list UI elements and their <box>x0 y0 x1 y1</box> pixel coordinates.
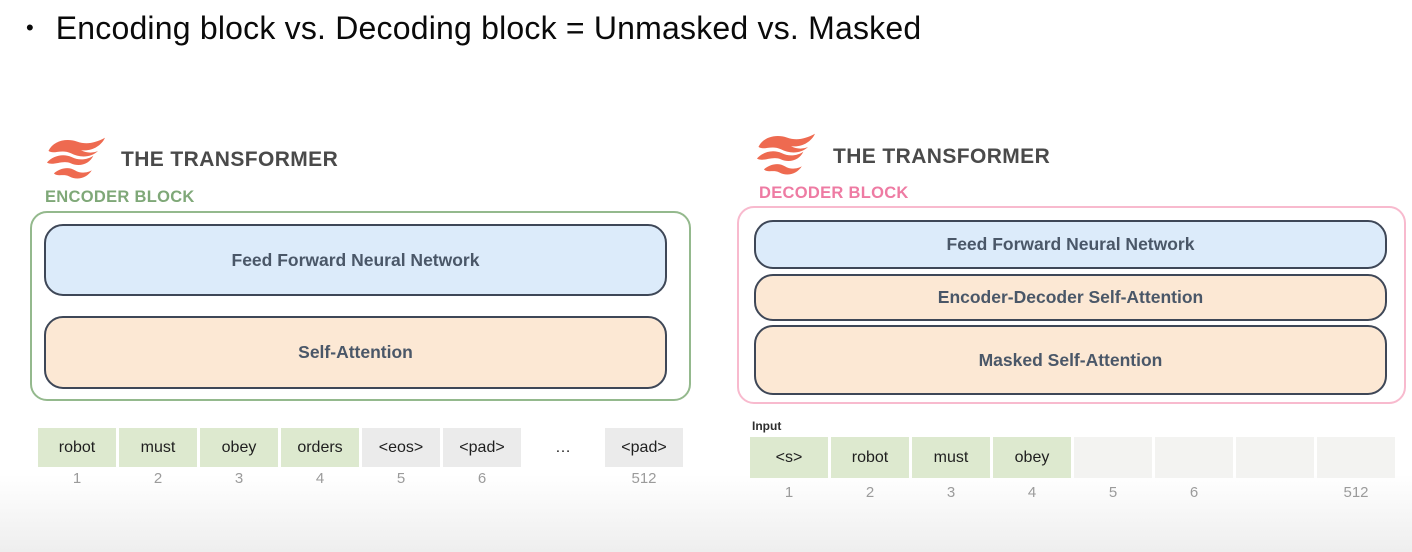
decoder-layer-feed-forward: Feed Forward Neural Network <box>754 220 1387 269</box>
layer-label: Encoder-Decoder Self-Attention <box>937 287 1204 307</box>
layer-label: Feed Forward Neural Network <box>946 234 1195 254</box>
token-index: 2 <box>865 484 875 501</box>
token-cell: … <box>555 438 571 456</box>
decoder-layer-encoder-decoder-attention: Encoder-Decoder Self-Attention <box>754 274 1387 321</box>
token-index: 5 <box>1108 484 1118 501</box>
token-cell: must <box>912 437 990 478</box>
token-cell: robot <box>38 428 116 467</box>
token-cell: obey <box>993 437 1071 478</box>
slide-title-row: • Encoding block vs. Decoding block = Un… <box>26 8 921 48</box>
input-label: Input <box>752 419 782 433</box>
token-index: 512 <box>1343 484 1369 501</box>
layer-label: Masked Self-Attention <box>978 349 1163 370</box>
token-cell: obey <box>200 428 278 467</box>
token-index: 1 <box>784 484 794 501</box>
token-index: 3 <box>234 470 244 487</box>
token-index: 4 <box>1027 484 1037 501</box>
decoder-outline <box>737 206 1406 404</box>
token-index <box>1236 484 1314 501</box>
layer-label: Feed Forward Neural Network <box>231 249 480 270</box>
token-index: 5 <box>396 470 406 487</box>
token-cell: <eos> <box>362 428 440 467</box>
brand-title: THE TRANSFORMER <box>833 145 1051 168</box>
bullet-icon: • <box>26 15 34 40</box>
token-index: 6 <box>1189 484 1199 501</box>
flame-logo-icon <box>756 133 815 175</box>
layer-label: Self-Attention <box>298 342 413 362</box>
token-index: 6 <box>477 470 487 487</box>
token-cell: <s> <box>750 437 828 478</box>
token-index <box>524 470 602 487</box>
token-index: 4 <box>315 470 325 487</box>
decoder-token-row: <s> robot must obey <box>750 437 1395 478</box>
token-cell: <pad> <box>605 428 683 467</box>
token-cell <box>1317 437 1395 478</box>
decoder-layer-masked-self-attention: Masked Self-Attention <box>754 325 1387 395</box>
encoder-layer-feed-forward: Feed Forward Neural Network <box>44 224 667 296</box>
token-cell: robot <box>831 437 909 478</box>
decoder-block-label: DECODER BLOCK <box>759 184 909 202</box>
encoder-token-row: robot must obey orders <eos> <pad> … <pa… <box>38 428 683 467</box>
brand-title: THE TRANSFORMER <box>121 148 339 171</box>
encoder-block-label: ENCODER BLOCK <box>45 188 195 206</box>
token-cell <box>1155 437 1233 478</box>
token-index: 1 <box>72 470 82 487</box>
encoder-layer-self-attention: Self-Attention <box>44 316 667 389</box>
token-cell <box>1236 437 1314 478</box>
token-index: 512 <box>631 470 657 487</box>
decoder-index-row: 1 2 3 4 5 6 512 <box>750 484 1395 501</box>
encoder-outline <box>30 211 691 401</box>
token-cell: orders <box>281 428 359 467</box>
token-index: 3 <box>946 484 956 501</box>
token-cell <box>1074 437 1152 478</box>
token-index: 2 <box>153 470 163 487</box>
token-cell: must <box>119 428 197 467</box>
flame-logo-icon <box>46 137 105 179</box>
token-cell: <pad> <box>443 428 521 467</box>
encoder-index-row: 1 2 3 4 5 6 512 <box>38 470 683 487</box>
slide-title: Encoding block vs. Decoding block = Unma… <box>55 10 922 46</box>
